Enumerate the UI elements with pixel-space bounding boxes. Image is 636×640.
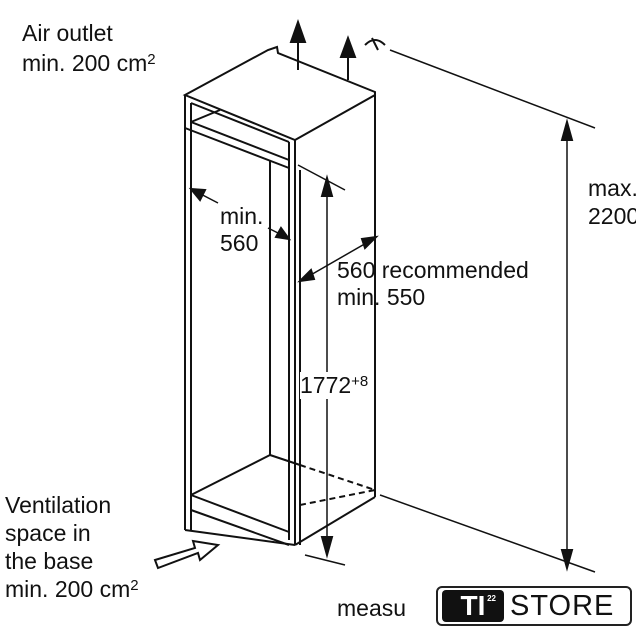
angle-symbol [364,37,386,51]
ventilation-label-3: the base [5,548,94,574]
max-height-value: 2200 [588,203,636,229]
logo-mark-text: TI [460,590,486,621]
ventilation-label-1: Ventilation [5,492,112,518]
depth-recommended: 560 recommended [337,257,529,283]
niche-height-value: 1772 [300,372,352,398]
max-height-label: max. [588,175,636,201]
niche-height-tolerance: +8 [351,373,369,390]
air-outlet-area: min. 200 cm2 [22,50,156,77]
ventilation-arrow [153,539,221,570]
ventilation-area: min. 200 cm2 [5,576,139,603]
ventilation-sup: 2 [130,577,139,594]
logo-text: STORE [510,589,615,622]
air-outlet-sup: 2 [147,51,156,68]
ventilation-area-text: min. 200 cm [5,576,131,602]
width-label: min. [220,203,264,229]
niche-height: 1772+8 [300,372,369,399]
width-value: 560 [220,230,259,256]
depth-min: min. 550 [337,284,426,310]
footer-text: measu [337,595,407,621]
air-outlet-arrows [289,18,357,80]
air-outlet-area-text: min. 200 cm [22,50,148,76]
logo-mark-sup: 22 [487,594,496,603]
ventilation-label-2: space in [5,520,91,546]
cabinet-top [182,45,376,142]
air-outlet-label: Air outlet [22,20,113,46]
